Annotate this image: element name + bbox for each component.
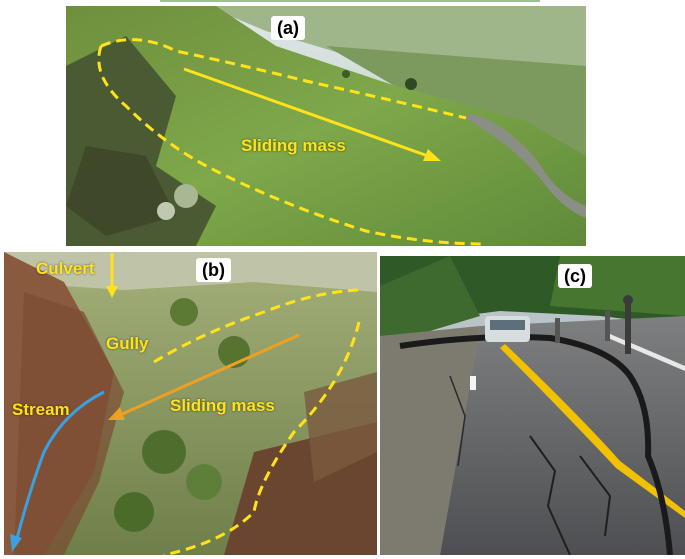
panel-label-a: (a) [271,16,305,40]
photo-panel-b: (b) Culvert Gully Stream Sliding mass [4,252,377,555]
panel-label-c: (c) [558,264,592,288]
stream-label: Stream [12,400,70,419]
photo-panel-c: (c) [380,256,685,555]
culvert-label: Culvert [36,259,95,278]
gully-landslide-photo-b [4,252,377,555]
sliding-mass-label-a: Sliding mass [241,136,346,155]
cracked-road-photo-c [380,256,685,555]
photo-panel-a: (a) Sliding mass [66,6,586,246]
hillside-landslide-photo-a [66,6,586,246]
caption-bracket-fragment [160,0,540,10]
gully-label: Gully [106,334,149,353]
panel-label-b: (b) [196,258,231,282]
sliding-mass-label-b: Sliding mass [170,396,275,415]
